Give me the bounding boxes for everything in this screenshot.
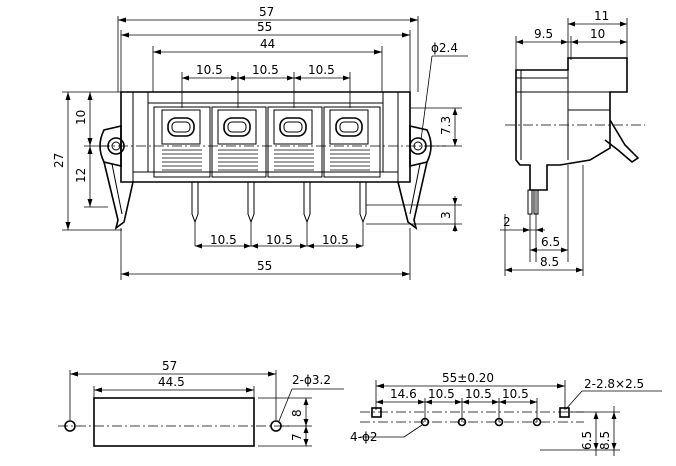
pcb-slot-label: 2-2.8×2.5: [584, 377, 644, 391]
hole-phi-2-4-label: ϕ2.4: [431, 41, 458, 55]
dim-pcb-total-label: 55±0.20: [442, 371, 494, 385]
pcb-hole-3: [494, 417, 504, 427]
dim-11-label: 11: [594, 9, 609, 23]
dim-2-label: 2: [503, 215, 511, 229]
pcb-slot-right: [559, 407, 570, 418]
panel-cutout-view: 57 44.5 2-ϕ3.2 8 7: [58, 359, 344, 447]
dim-pitch-bottom-2: 10.5: [266, 233, 293, 247]
dim-pitch-top-1: 10.5: [196, 63, 223, 77]
dim-7-3-label: 7.3: [439, 116, 453, 135]
dim-pitch-bottom-1: 10.5: [210, 233, 237, 247]
dim-10-label: 10: [74, 110, 88, 125]
dim-pcb-6-5-label: 6.5: [580, 431, 594, 450]
dim-6-5-label: 6.5: [541, 235, 560, 249]
dim-12-label: 12: [74, 168, 88, 183]
dim-cutout-8-label: 8: [290, 409, 304, 417]
dim-8-5-label: 8.5: [540, 255, 559, 269]
dim-base-55-label: 55: [257, 259, 272, 273]
cutout-rect: [93, 397, 255, 447]
dim-57-label: 57: [259, 5, 274, 19]
dim-55-label: 55: [257, 20, 272, 34]
dim-9-5-label: 9.5: [534, 27, 553, 41]
dim-27-label: 27: [52, 153, 66, 168]
dim-44-label: 44: [260, 37, 275, 51]
dim-pitch-top-2: 10.5: [252, 63, 279, 77]
pcb-slot-left: [371, 407, 382, 418]
dim-pitch-top-3: 10.5: [308, 63, 335, 77]
pcb-hole-2: [457, 417, 467, 427]
dim-pcb-pitch-1: 10.5: [428, 387, 455, 401]
dim-pitch-bottom-3: 10.5: [322, 233, 349, 247]
pcb-hole-4: [532, 417, 542, 427]
dim-cutout-7-label: 7: [290, 433, 304, 441]
dim-pcb-14-6-label: 14.6: [390, 387, 417, 401]
dim-pcb-8-5-label: 8.5: [598, 431, 612, 450]
dim-10-label: 10: [590, 27, 605, 41]
dim-cutout-57-label: 57: [162, 359, 177, 373]
cutout-hole-label: 2-ϕ3.2: [292, 373, 331, 387]
pcb-hole-1: [420, 417, 430, 427]
dim-pcb-pitch-2: 10.5: [465, 387, 492, 401]
terminal-cells: [153, 106, 381, 178]
pcb-layout-view: 55±0.20 14.6 10.5 10.5 10.5 2-2.8×2.5 4-…: [350, 371, 662, 456]
dim-cutout-44-5-label: 44.5: [158, 375, 185, 389]
dim-3-label: 3: [439, 211, 453, 219]
pins: [191, 182, 367, 224]
dim-pcb-pitch-3: 10.5: [502, 387, 529, 401]
front-view: 57 55 44 10.5 10.5 10.5 27 10: [52, 5, 468, 280]
pcb-hole-label: 4-ϕ2: [350, 430, 378, 444]
side-view: 11 9.5 10 2 6.5: [500, 9, 645, 276]
